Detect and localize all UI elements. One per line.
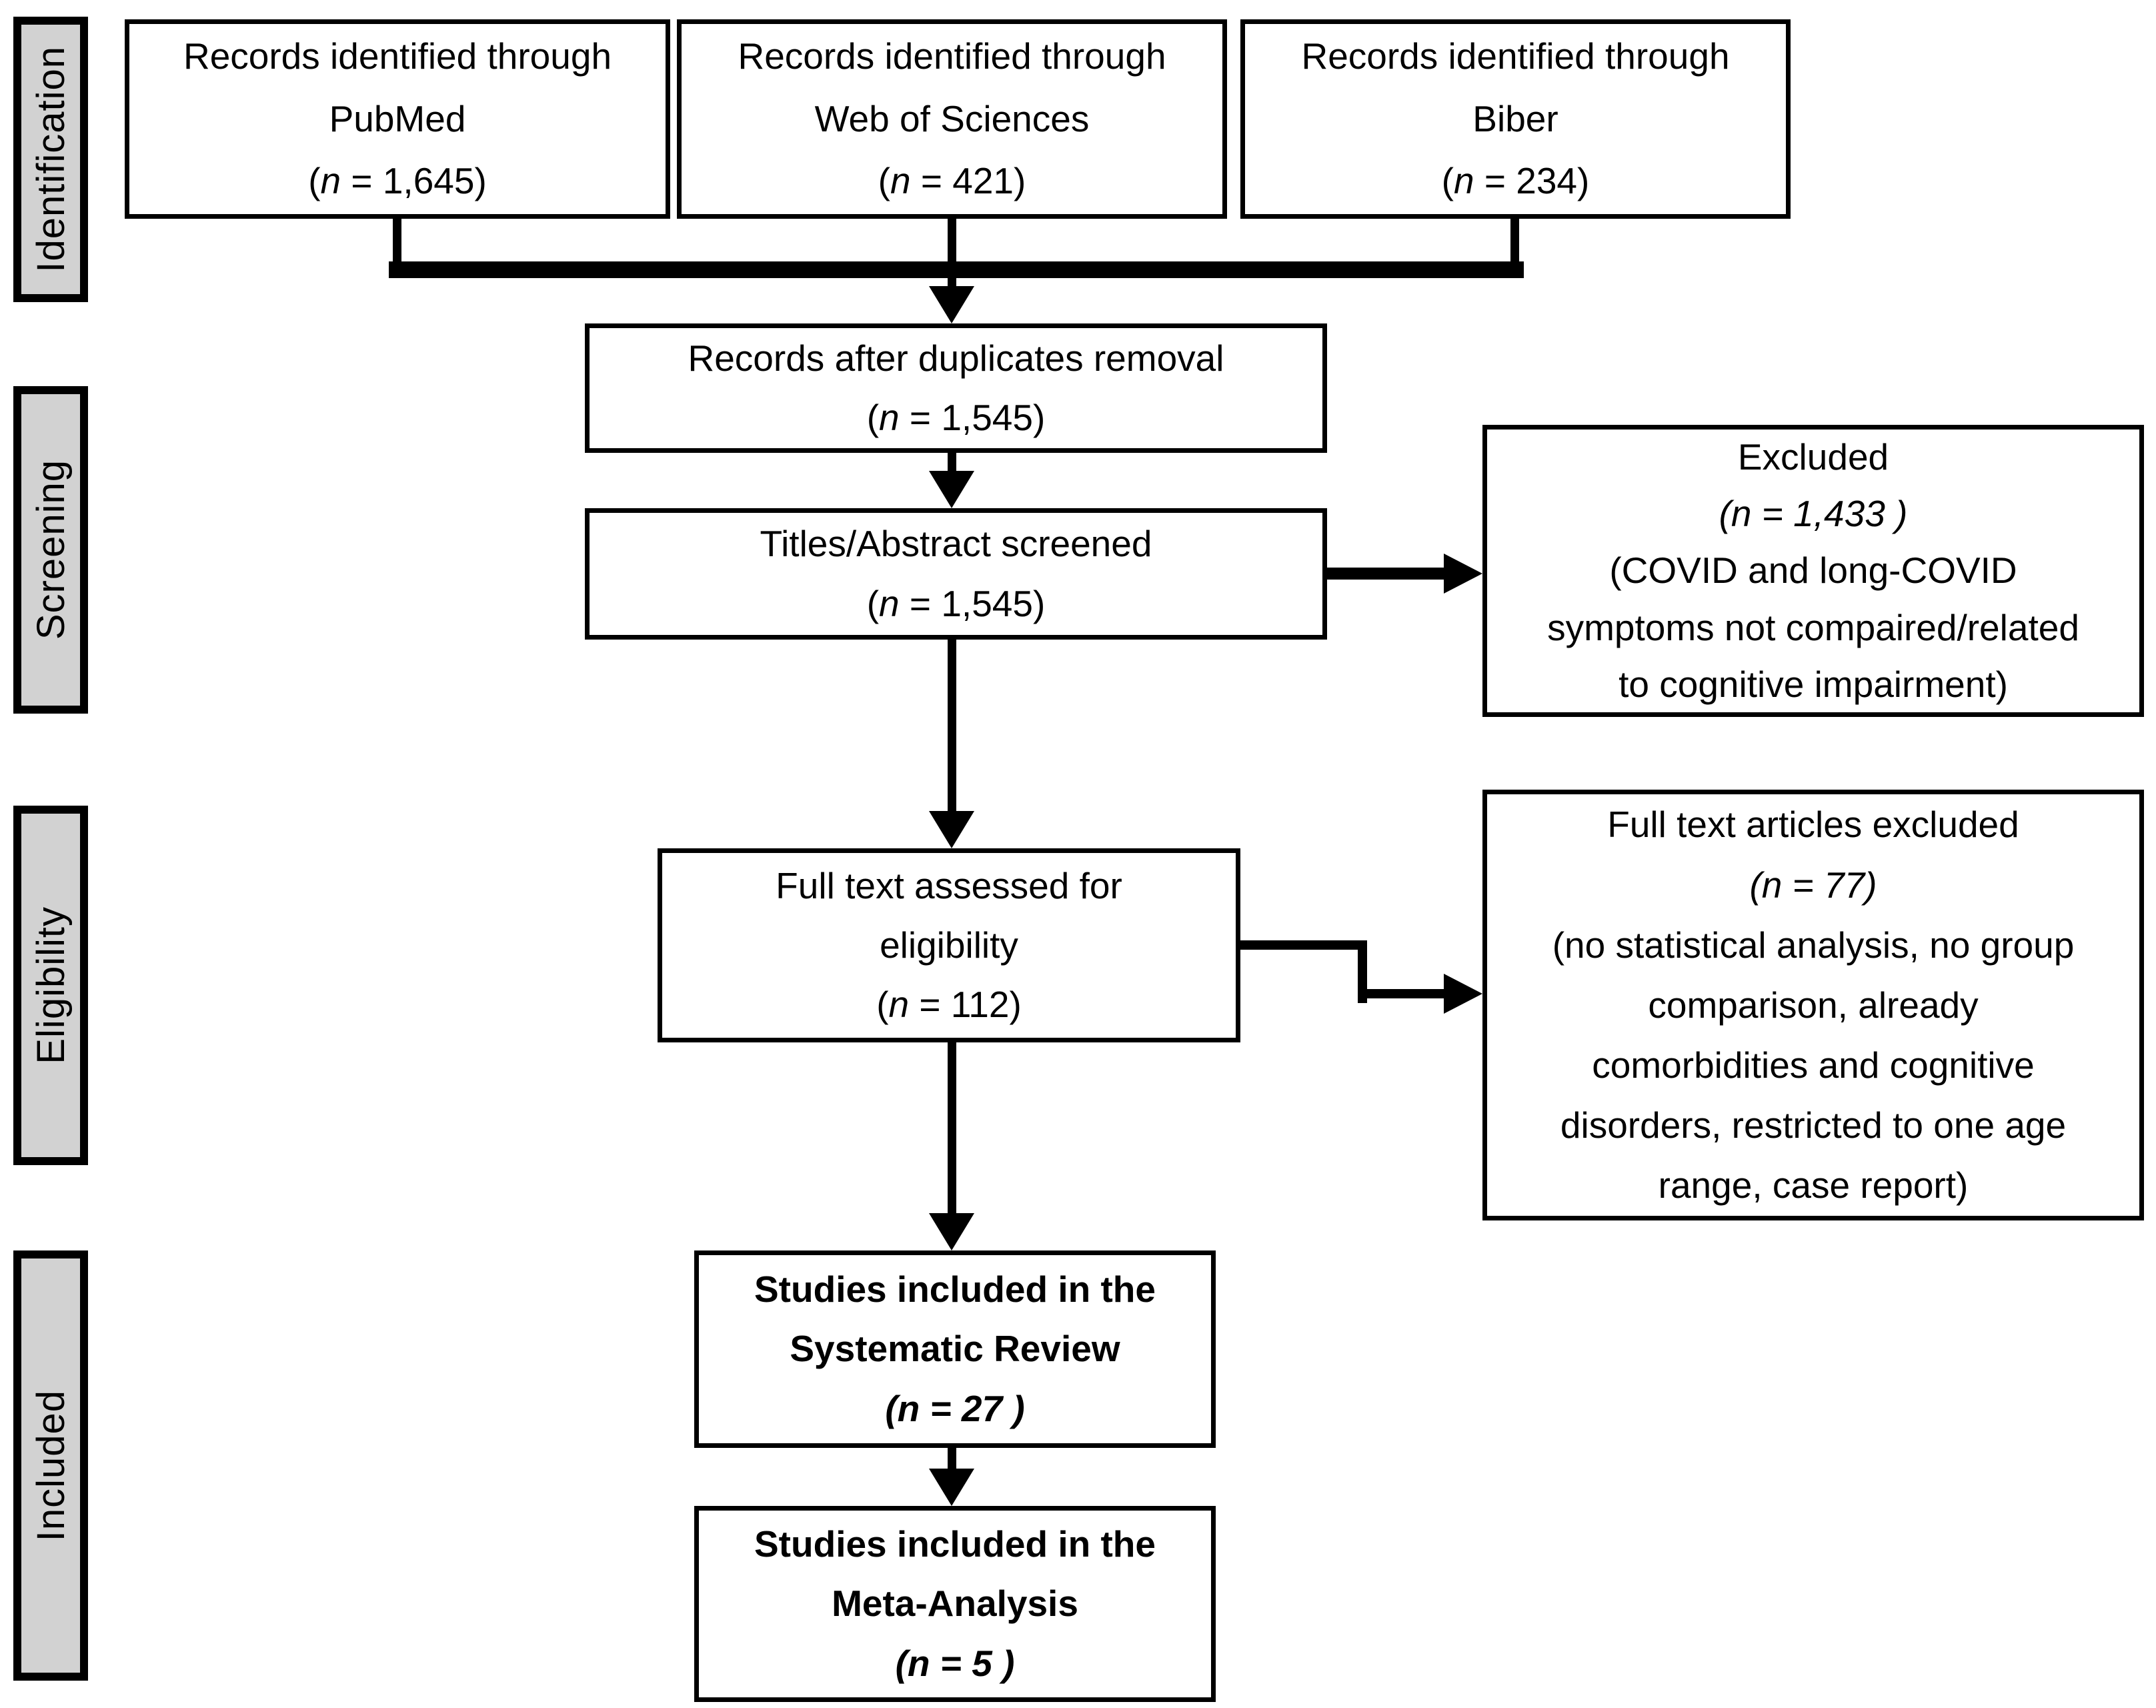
- box-count: (n = 1,545): [866, 397, 1046, 438]
- box-reason-line: (COVID and long-COVID: [1609, 550, 2017, 592]
- box-systematic-review: Studies included in the Systematic Revie…: [694, 1250, 1216, 1448]
- arrow-down-icon: [929, 471, 974, 508]
- box-records-pubmed: Records identified through PubMed (n = 1…: [125, 19, 670, 219]
- arrow-sysrev-to-meta-shaft: [948, 1448, 956, 1471]
- box-line: Full text articles excluded: [1607, 804, 2019, 846]
- box-count: (n = 1,645): [308, 160, 487, 202]
- stage-label-text: Eligibility: [29, 906, 73, 1064]
- box-reason-line: symptoms not compaired/related: [1547, 606, 2079, 648]
- box-fulltext-excluded: Full text articles excluded (n = 77) (no…: [1482, 790, 2144, 1220]
- arrow-screened-to-fulltext-shaft: [948, 640, 956, 813]
- box-titles-abstract-screened: Titles/Abstract screened (n = 1,545): [585, 508, 1327, 640]
- box-line: Records after duplicates removal: [688, 337, 1224, 379]
- box-line: PubMed: [329, 97, 466, 139]
- box-line: Full text assessed for: [776, 864, 1122, 906]
- connector-merge-line: [389, 261, 1524, 278]
- elbow-fulltext-excluded-seg2: [1358, 940, 1367, 1003]
- stage-label-included: Included: [13, 1250, 88, 1681]
- box-line: Excluded: [1737, 436, 1889, 478]
- box-line: eligibility: [880, 924, 1018, 966]
- box-excluded: Excluded (n = 1,433 ) (COVID and long-CO…: [1482, 425, 2144, 717]
- arrow-down-icon: [929, 1213, 974, 1250]
- stage-label-eligibility: Eligibility: [13, 806, 88, 1165]
- arrow-down-icon: [929, 811, 974, 848]
- box-count: (n = 77): [1749, 864, 1877, 906]
- arrow-down-icon: [929, 1469, 974, 1506]
- box-line: Meta-Analysis: [832, 1583, 1078, 1625]
- arrow-down-icon: [929, 286, 974, 323]
- elbow-fulltext-excluded-seg1: [1240, 940, 1367, 950]
- connector-biber-drop: [1510, 219, 1519, 269]
- box-line: Studies included in the: [754, 1523, 1156, 1565]
- box-line: Studies included in the: [754, 1268, 1156, 1311]
- arrow-duplicates-to-screened-shaft: [948, 453, 956, 473]
- arrow-right-icon: [1444, 554, 1482, 594]
- arrow-screened-to-excluded-shaft: [1327, 568, 1445, 580]
- box-count: (n = 1,545): [866, 582, 1046, 624]
- box-line: Records identified through: [1301, 35, 1730, 77]
- box-line: Records identified through: [183, 35, 612, 77]
- stage-label-text: Included: [29, 1389, 73, 1542]
- box-count: (n = 421): [878, 160, 1026, 202]
- box-line: Biber: [1472, 97, 1558, 139]
- box-count: (n = 1,433 ): [1719, 493, 1908, 535]
- box-line: Web of Sciences: [814, 97, 1090, 139]
- box-count: (n = 5 ): [895, 1642, 1015, 1684]
- stage-label-text: Identification: [29, 46, 73, 273]
- box-line: Systematic Review: [790, 1328, 1120, 1370]
- box-reason-line: to cognitive impairment): [1619, 663, 2008, 705]
- box-fulltext-assessed: Full text assessed for eligibility (n = …: [658, 848, 1240, 1042]
- arrow-right-icon: [1444, 974, 1482, 1014]
- arrow-fulltext-to-sysrev-shaft: [948, 1042, 956, 1216]
- box-count: (n = 27 ): [885, 1387, 1025, 1429]
- box-reason-line: range, case report): [1658, 1164, 1969, 1206]
- box-count: (n = 234): [1441, 160, 1590, 202]
- elbow-fulltext-excluded-seg3: [1358, 989, 1446, 998]
- box-meta-analysis: Studies included in the Meta-Analysis (n…: [694, 1506, 1216, 1702]
- box-records-web-of-sciences: Records identified through Web of Scienc…: [677, 19, 1227, 219]
- box-line: Titles/Abstract screened: [760, 523, 1152, 565]
- box-reason-line: comparison, already: [1648, 984, 1979, 1026]
- stage-label-identification: Identification: [13, 17, 88, 302]
- box-count: (n = 112): [876, 984, 1022, 1026]
- stage-label-text: Screening: [29, 460, 73, 640]
- box-line: Records identified through: [738, 35, 1166, 77]
- box-duplicates-removed: Records after duplicates removal (n = 1,…: [585, 323, 1327, 453]
- arrow-merge-to-duplicates-shaft: [948, 278, 956, 288]
- box-reason-line: disorders, restricted to one age: [1560, 1104, 2067, 1146]
- box-reason-line: (no statistical analysis, no group: [1552, 924, 2075, 966]
- connector-pubmed-drop: [393, 219, 401, 269]
- box-reason-line: comorbidities and cognitive: [1592, 1044, 2035, 1086]
- stage-label-screening: Screening: [13, 386, 88, 714]
- box-records-biber: Records identified through Biber (n = 23…: [1240, 19, 1791, 219]
